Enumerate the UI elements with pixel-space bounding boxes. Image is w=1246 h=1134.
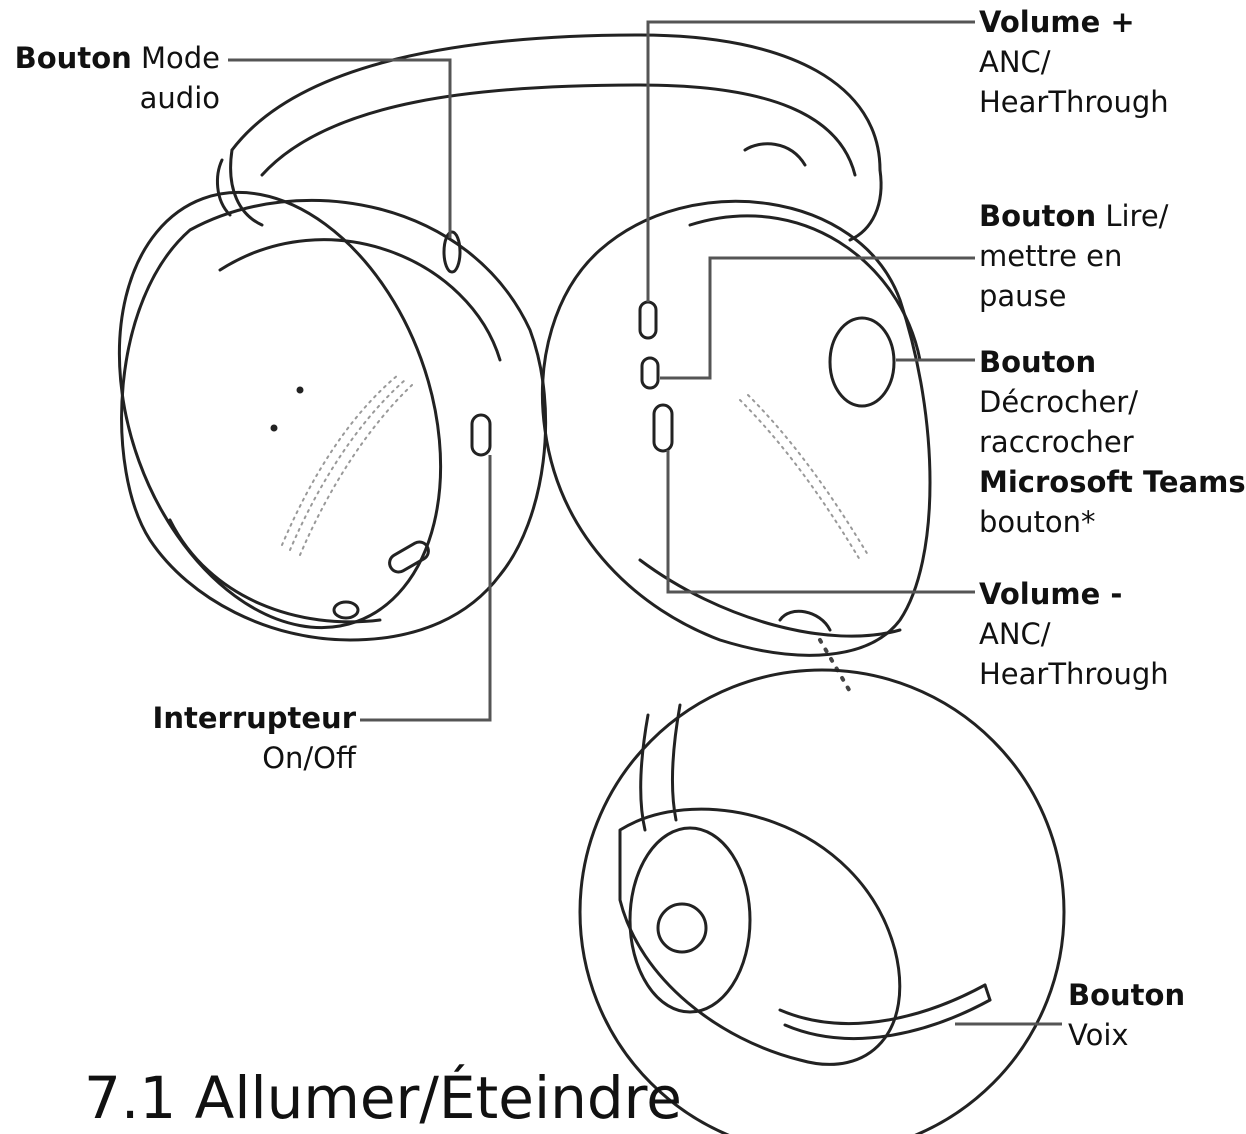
- right-earcup: [542, 201, 930, 655]
- volume-down-button: [654, 405, 672, 451]
- label-answer-button: Bouton Décrocher/ raccrocher Microsoft T…: [979, 342, 1246, 542]
- label-volume-down: Volume - ANC/ HearThrough: [979, 574, 1169, 694]
- leader-volume-up: [648, 22, 975, 302]
- label-voice-button: Bouton Voix: [1068, 975, 1185, 1055]
- usb-port: [386, 539, 431, 576]
- audio-mode-button: [444, 232, 460, 272]
- power-switch: [472, 415, 490, 455]
- section-heading: 7.1 Allumer/Éteindre: [84, 1062, 682, 1134]
- label-power-switch: Interrupteur On/Off: [120, 698, 356, 778]
- leader-power: [360, 455, 490, 720]
- leader-audio-mode: [228, 60, 450, 238]
- volume-up-button: [640, 302, 656, 338]
- play-button-side: [642, 358, 658, 388]
- label-volume-up: Volume + ANC/ HearThrough: [979, 2, 1169, 122]
- label-play-pause-button: Bouton Lire/ mettre en pause: [979, 196, 1168, 316]
- leader-lines: [228, 22, 1062, 1024]
- headband: [217, 35, 881, 240]
- label-audio-mode-button: Bouton Mode audio: [8, 38, 220, 118]
- audio-jack: [334, 602, 358, 618]
- play-pause-button: [830, 318, 894, 406]
- left-earcup: [62, 147, 546, 672]
